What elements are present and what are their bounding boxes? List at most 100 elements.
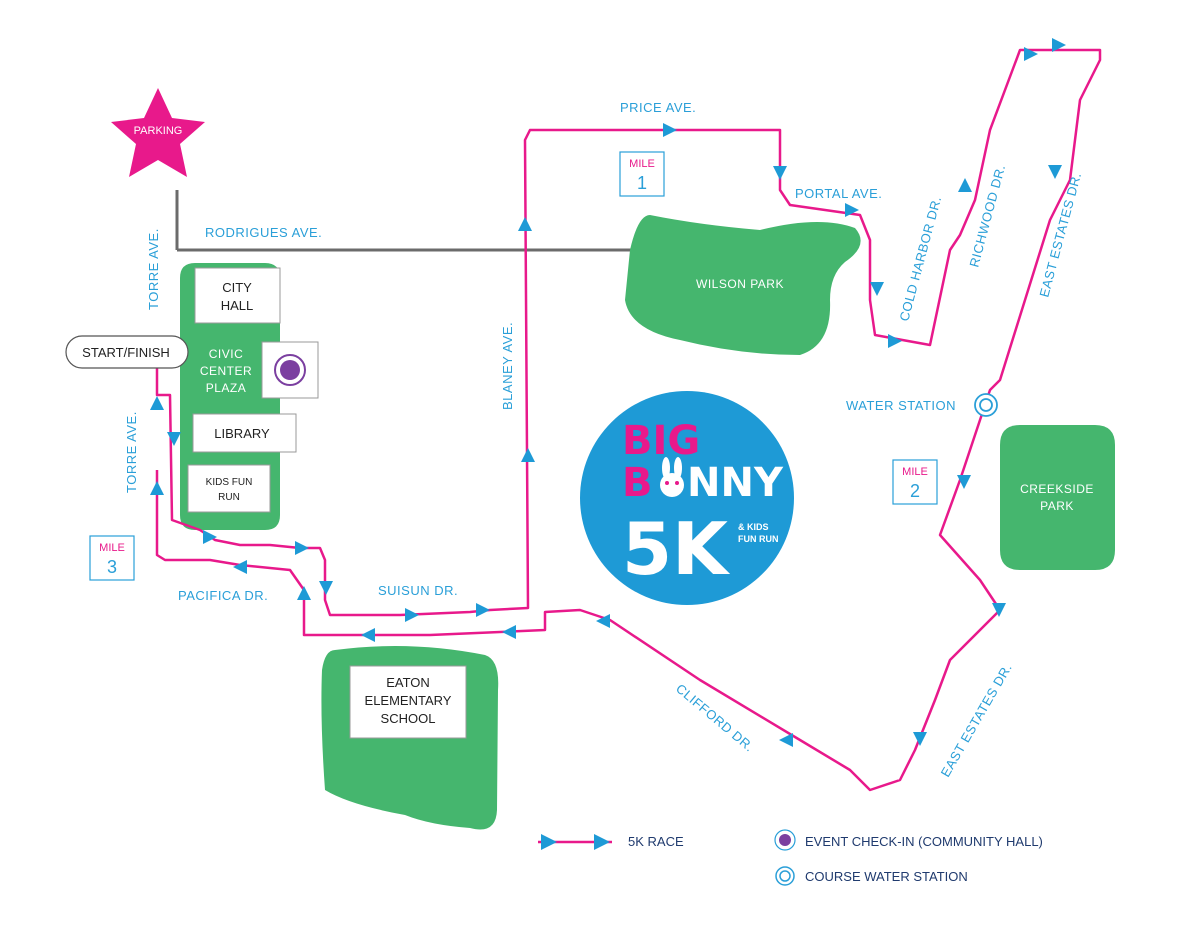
route-arrow xyxy=(167,432,181,446)
race-route xyxy=(155,48,1102,792)
route-arrow xyxy=(150,396,164,410)
mile-markers: MILE 1 MILE 2 MILE 3 xyxy=(89,151,938,581)
logo-tag-2: FUN RUN xyxy=(738,534,779,544)
route-arrow xyxy=(663,123,677,137)
mile-marker-1: MILE 1 xyxy=(619,151,665,197)
route-arrow xyxy=(476,603,490,617)
legend-arrow-icon xyxy=(594,834,610,850)
legend-water-outer-icon xyxy=(775,866,795,886)
route-arrow xyxy=(502,625,516,639)
street-cold-harbor-dr: COLD HARBOR DR. xyxy=(896,194,944,322)
water-station-label: WATER STATION xyxy=(846,398,956,413)
route-arrow xyxy=(992,603,1006,617)
mile-word: MILE xyxy=(629,158,655,170)
eaton-school: EATON ELEMENTARY SCHOOL xyxy=(349,665,467,739)
legend-check-in-label: EVENT CHECK-IN (COMMUNITY HALL) xyxy=(805,834,1043,849)
logo-tag-1: & KIDS xyxy=(738,522,769,532)
street-torre-ave-bottom: TORRE AVE. xyxy=(124,411,139,493)
mile-number: 2 xyxy=(910,481,920,501)
bunny-head xyxy=(660,473,684,497)
route-arrow xyxy=(1048,165,1062,179)
creekside-park-label-2: PARK xyxy=(1040,499,1074,513)
library-label: LIBRARY xyxy=(214,426,270,441)
water-station-outer-icon xyxy=(974,393,998,417)
wilson-park-label: WILSON PARK xyxy=(696,277,784,291)
park-labels: WILSON PARK CREEKSIDE PARK xyxy=(696,277,1094,513)
route-arrow xyxy=(779,733,793,747)
library-box xyxy=(192,413,297,453)
logo-line-2-rest: NNY xyxy=(687,460,784,506)
route-arrow xyxy=(845,203,859,217)
logo-line-3: 5K xyxy=(622,507,730,591)
logo-line-2-b: B xyxy=(622,460,653,506)
route-arrow xyxy=(596,614,610,628)
street-blaney-ave: BLANEY AVE. xyxy=(500,322,515,410)
creekside-park-label-1: CREEKSIDE xyxy=(1020,482,1094,496)
legend-check-in-ring-icon xyxy=(774,829,796,851)
school-label-2: ELEMENTARY xyxy=(365,693,452,708)
street-suisun-dr: SUISUN DR. xyxy=(378,583,458,598)
mile-marker-box xyxy=(89,535,135,581)
bunny-eye-right xyxy=(675,481,679,485)
route-arrow xyxy=(521,448,535,462)
mile-marker-box xyxy=(619,151,665,197)
legend-water-inner-icon xyxy=(779,870,791,882)
bunny-eye-left xyxy=(665,481,669,485)
civic-center-label-3: PLAZA xyxy=(206,381,247,395)
route-arrow xyxy=(233,560,247,574)
civic-center-label-1: CIVIC xyxy=(209,347,244,361)
street-pacifica-dr: PACIFICA DR. xyxy=(178,588,268,603)
route-arrow xyxy=(888,334,902,348)
street-east-estates-dr-bottom: EAST ESTATES DR. xyxy=(938,661,1015,780)
school-label-1: EATON xyxy=(386,675,430,690)
logo-line-1: BIG xyxy=(622,418,700,464)
parking-star-icon xyxy=(111,88,205,177)
route-arrow xyxy=(295,541,309,555)
civic-center-label-2: CENTER xyxy=(200,364,252,378)
route-arrow xyxy=(518,217,532,231)
school-box xyxy=(349,665,467,739)
civic-plaza-park xyxy=(180,263,280,530)
route-arrow xyxy=(297,586,311,600)
mile-number: 1 xyxy=(637,173,647,193)
legend-water: COURSE WATER STATION xyxy=(775,866,968,886)
street-rodrigues-ave: RODRIGUES AVE. xyxy=(205,225,322,240)
legend-check-in-dot-icon xyxy=(779,834,791,846)
street-east-estates-dr-top: EAST ESTATES DR. xyxy=(1036,171,1084,299)
start-finish-label: START/FINISH xyxy=(82,345,170,360)
street-torre-ave-top: TORRE AVE. xyxy=(146,228,161,310)
water-station: WATER STATION xyxy=(846,393,998,417)
legend-arrow-icon xyxy=(541,834,557,850)
route-arrow xyxy=(1024,47,1038,61)
route-arrow xyxy=(150,481,164,495)
creekside-park xyxy=(1000,425,1115,570)
mile-word: MILE xyxy=(99,542,125,554)
mile-number: 3 xyxy=(107,557,117,577)
route-arrow xyxy=(1052,38,1066,52)
street-portal-ave: PORTAL AVE. xyxy=(795,186,882,201)
mile-marker-2: MILE 2 xyxy=(892,459,938,505)
city-hall-label-1: CITY xyxy=(222,280,252,295)
city-hall-box xyxy=(194,267,281,324)
kids-fun-run-box xyxy=(187,464,271,513)
start-finish-box xyxy=(65,335,189,369)
logo-circle xyxy=(580,391,794,605)
bunny-icon xyxy=(660,457,684,497)
civic-buildings: CITY HALL CIVIC CENTER PLAZA LIBRARY KID… xyxy=(65,267,319,513)
parking-label: PARKING xyxy=(134,125,183,137)
street-richwood-dr: RICHWOOD DR. xyxy=(966,163,1008,269)
route-arrow xyxy=(913,732,927,746)
route-arrow xyxy=(319,581,333,595)
route-main-loop xyxy=(155,48,1102,792)
parking-marker[interactable]: PARKING xyxy=(111,88,205,177)
legend-water-label: COURSE WATER STATION xyxy=(805,869,968,884)
route-arrow xyxy=(773,166,787,180)
legend-race: 5K RACE xyxy=(538,834,684,850)
city-hall-label-2: HALL xyxy=(221,298,254,313)
roads xyxy=(175,190,640,252)
school-label-3: SCHOOL xyxy=(381,711,436,726)
route-arrow xyxy=(958,178,972,192)
route-arrow xyxy=(870,282,884,296)
check-in-dot-icon xyxy=(280,360,300,380)
